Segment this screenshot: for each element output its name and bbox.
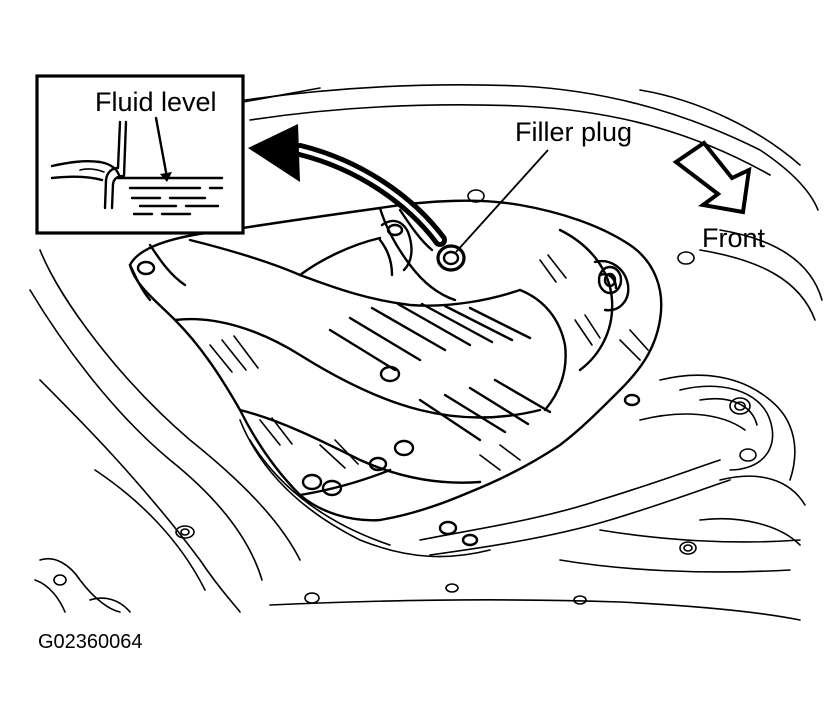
filler-plug <box>436 244 466 272</box>
curved-arrow-icon <box>248 124 447 247</box>
fluid-level-label: Fluid level <box>95 87 217 117</box>
figure-code: G02360064 <box>38 631 143 653</box>
front-direction-arrow-icon <box>672 140 752 215</box>
filler-plug-leader <box>455 149 549 253</box>
fluid-level-inset <box>35 74 321 235</box>
transaxle-housing <box>128 199 663 522</box>
housing-hatching <box>209 254 649 471</box>
front-label: Front <box>702 223 766 253</box>
underbody-outline <box>29 83 823 621</box>
mount-bracket <box>378 219 413 277</box>
filler-plug-label: Filler plug <box>515 117 632 147</box>
housing-bolts <box>136 260 641 547</box>
floor-holes <box>53 189 757 605</box>
